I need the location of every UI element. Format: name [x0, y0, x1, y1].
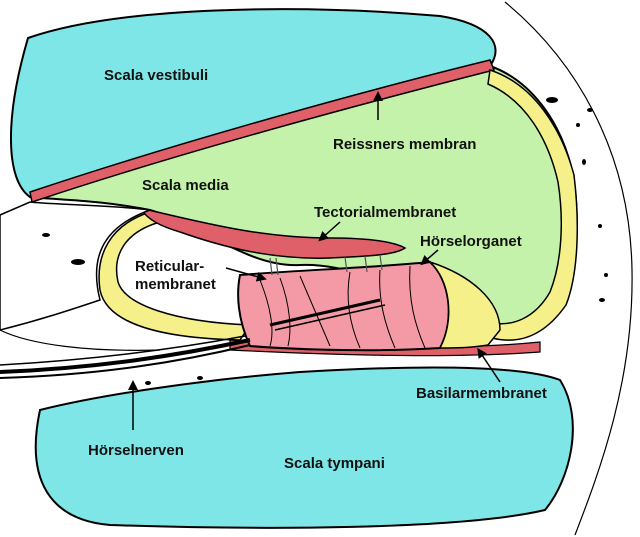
arrow-reticularmembranet [225, 267, 267, 282]
label-reticularmembranet-2: membranet [135, 276, 216, 293]
label-reticularmembranet-1: Reticular- [135, 258, 204, 275]
arrow-horselorganet [420, 249, 439, 266]
label-tectorialmembranet: Tectorialmembranet [314, 204, 456, 221]
label-scala-tympani: Scala tympani [284, 455, 385, 472]
arrow-basilarmembranet [477, 347, 501, 383]
inner-wall-curve [0, 329, 161, 351]
tectorial-membrane [138, 206, 407, 259]
organ-internal-structure [259, 265, 426, 349]
label-horselnerven: Hörselnerven [88, 442, 184, 459]
organ-of-corti [237, 260, 450, 352]
label-scala-media: Scala media [142, 177, 229, 194]
outer-wall-curve [504, 1, 633, 536]
label-reissners-membran: Reissners membran [333, 136, 476, 153]
label-basilarmembranet: Basilarmembranet [416, 385, 547, 402]
arrow-tectorialmembranet [318, 221, 341, 242]
scala-tympani-region [34, 366, 574, 529]
hair-cell-stereocilia [269, 254, 383, 276]
spiral-lamina [0, 201, 151, 331]
auditory-nerve-fibres [0, 335, 251, 379]
supporting-cells-right [429, 261, 501, 349]
bone-dots [42, 97, 608, 385]
label-horselorganet: Hörselorganet [420, 233, 522, 250]
label-scala-vestibuli: Scala vestibuli [104, 67, 208, 84]
